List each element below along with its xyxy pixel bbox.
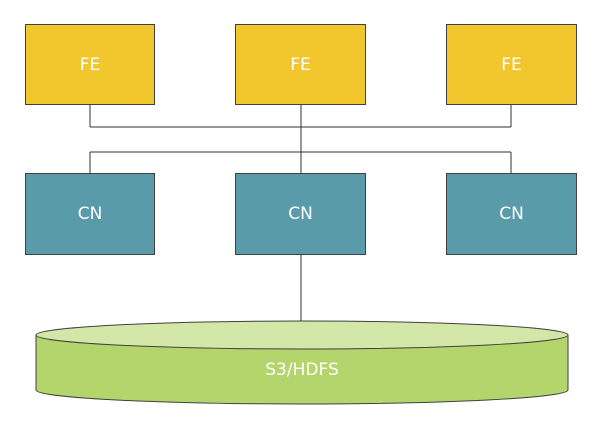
storage-body xyxy=(35,334,569,405)
fe-node-1: FE xyxy=(25,24,155,105)
fe-node-2: FE xyxy=(235,24,366,105)
fe-node-label: FE xyxy=(79,54,101,75)
cn-node-label: CN xyxy=(499,204,524,224)
cn-node-1: CN xyxy=(25,173,155,255)
cn-node-label: CN xyxy=(77,204,103,224)
fe-node-label: FE xyxy=(290,54,311,75)
fe-node-label: FE xyxy=(501,54,522,75)
storage-top xyxy=(35,320,569,350)
cn-node-2: CN xyxy=(235,173,366,255)
fe-node-3: FE xyxy=(446,24,577,105)
storage-label: S3/HDFS xyxy=(265,360,339,380)
cn-node-label: CN xyxy=(288,204,313,224)
cn-node-3: CN xyxy=(446,173,577,255)
